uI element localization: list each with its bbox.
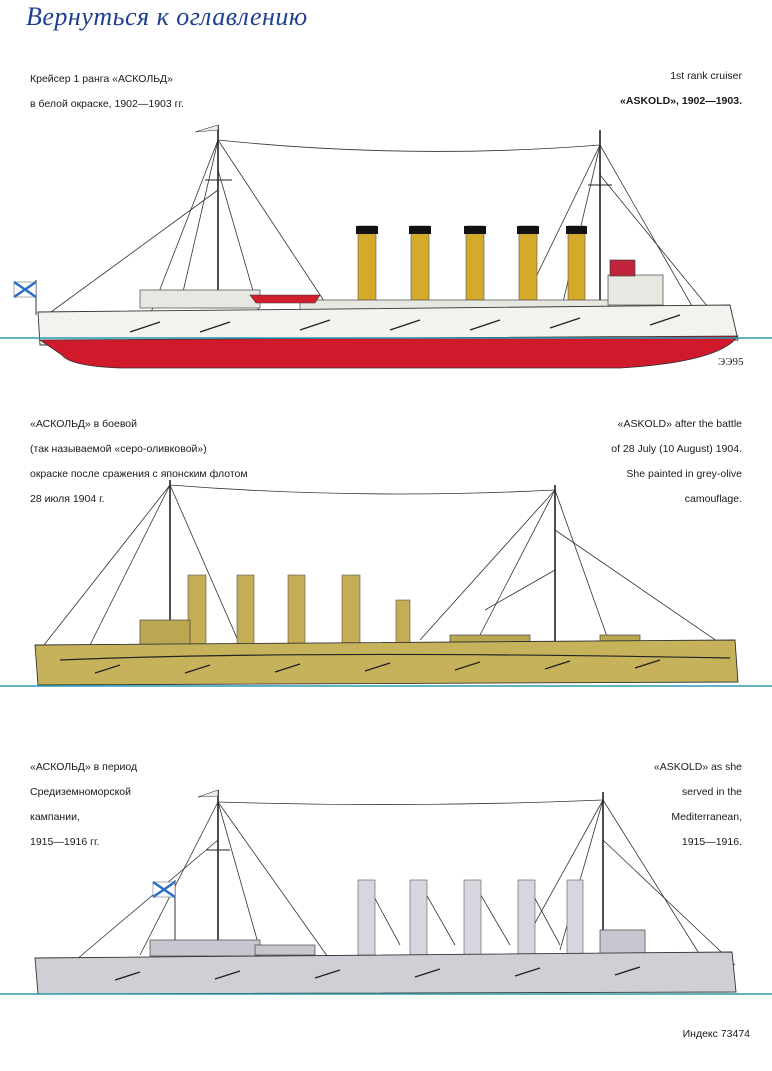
superstructure — [149, 929, 646, 957]
artist-mark: ЭЭ95 — [718, 356, 744, 368]
ship-illustration-1904 — [0, 480, 772, 687]
launch-boat — [249, 294, 321, 304]
plate1-caption-en: 1st rank cruiser «ASKOLD», 1902—1903. — [620, 57, 742, 120]
rigging — [39, 139, 736, 341]
pennant-icon — [194, 124, 219, 133]
caption-line: 1915—1916. — [681, 835, 742, 848]
caption-line: She painted in grey-olive — [626, 467, 742, 480]
back-to-contents-link[interactable]: Вернуться к оглавлению — [26, 2, 308, 31]
masts — [206, 790, 604, 952]
funnels — [187, 574, 411, 648]
caption-line: кампании, — [30, 810, 80, 823]
guns — [94, 659, 661, 674]
funnels — [357, 879, 584, 956]
hull-white — [37, 304, 739, 346]
plate3-caption-en: «ASKOLD» as she served in the Mediterran… — [654, 748, 742, 861]
ship-illustration-1915 — [0, 789, 772, 995]
caption-line: camouflage. — [684, 492, 742, 505]
hull-grey-olive — [34, 639, 739, 686]
ship-illustration-1902: ЭЭ95 — [0, 124, 772, 369]
plate2-caption-en: «ASKOLD» after the battle of 28 July (10… — [611, 405, 742, 518]
caption-line: Mediterranean, — [671, 810, 742, 823]
caption-line: окраске после сражения с японским флотом — [30, 467, 248, 480]
catalog-index: Индекс 73474 — [682, 1028, 750, 1040]
caption-line: (так называемой «серо-оливковой») — [30, 442, 207, 455]
hull-light-grey — [34, 951, 737, 995]
caption-line: «ASKOLD» as she — [653, 760, 742, 773]
plate3-caption-ru: «АСКОЛЬД» в период Средиземноморской кам… — [30, 748, 137, 861]
hull-underwater — [38, 335, 739, 369]
plate1-caption-ru: Крейсер 1 ранга «АСКОЛЬД» в белой окраск… — [30, 60, 184, 123]
rigging — [39, 484, 731, 651]
caption-line: of 28 July (10 August) 1904. — [611, 442, 742, 455]
naval-ensign-icon — [152, 880, 176, 940]
pennant-icon — [197, 789, 219, 798]
caption-line: «АСКОЛЬД» в период — [30, 760, 138, 773]
guns — [114, 966, 641, 981]
caption-line: «АСКОЛЬД» в боевой — [30, 417, 138, 430]
guns — [129, 314, 681, 333]
caption-line: Средиземноморской — [30, 785, 131, 798]
caption-line: «ASKOLD» after the battle — [617, 417, 742, 430]
caption-line: в белой окраске, 1902—1903 гг. — [30, 97, 184, 110]
caption-line: 28 июля 1904 г. — [30, 492, 105, 505]
caption-line: «ASKOLD», 1902—1903. — [620, 94, 742, 107]
masts — [169, 480, 556, 645]
plate2-caption-ru: «АСКОЛЬД» в боевой (так называемой «серо… — [30, 405, 248, 518]
caption-line: 1915—1916 гг. — [30, 835, 100, 848]
naval-ensign-icon — [13, 280, 37, 315]
funnels — [356, 225, 587, 309]
caption-line: served in the — [681, 785, 742, 798]
masts — [205, 125, 612, 305]
caption-line: Крейсер 1 ранга «АСКОЛЬД» — [30, 72, 173, 85]
caption-line: 1st rank cruiser — [670, 69, 742, 82]
